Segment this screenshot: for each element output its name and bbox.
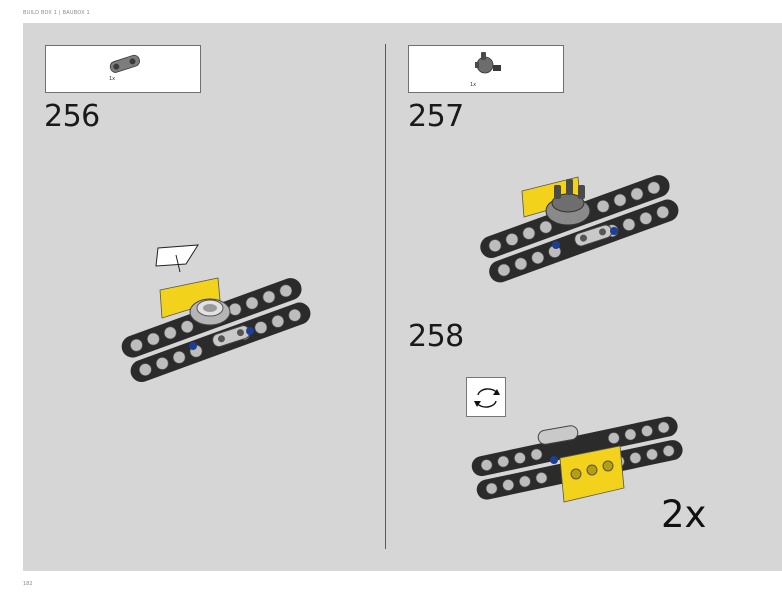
step-number-256: 256 [44,99,100,134]
step-number-257: 257 [408,99,464,134]
step-number-258: 258 [408,319,464,354]
build-multiplier: 2x [661,493,707,536]
attachment-note-icon [155,244,199,273]
header-breadcrumb: BUILD BOX 1 | BAUBOX 1 [23,10,90,16]
connector-part-icon [109,54,140,73]
column-divider [385,44,386,549]
page-number: 182 [23,581,33,587]
rotate-model-callout [466,377,506,417]
parts-callout-step-257: 1x [408,45,564,93]
parts-callout-step-256: 1x [45,45,201,93]
instruction-page-panel [23,23,782,571]
rotate-model-icon [474,388,500,408]
assembly-model-step-257 [480,175,679,283]
assembly-model-step-258 [471,416,683,503]
turntable-hub-part-icon [475,52,501,74]
parts-quantity: 1x [109,76,116,82]
assembly-model-step-256 [121,244,311,382]
parts-quantity: 1x [470,82,477,88]
